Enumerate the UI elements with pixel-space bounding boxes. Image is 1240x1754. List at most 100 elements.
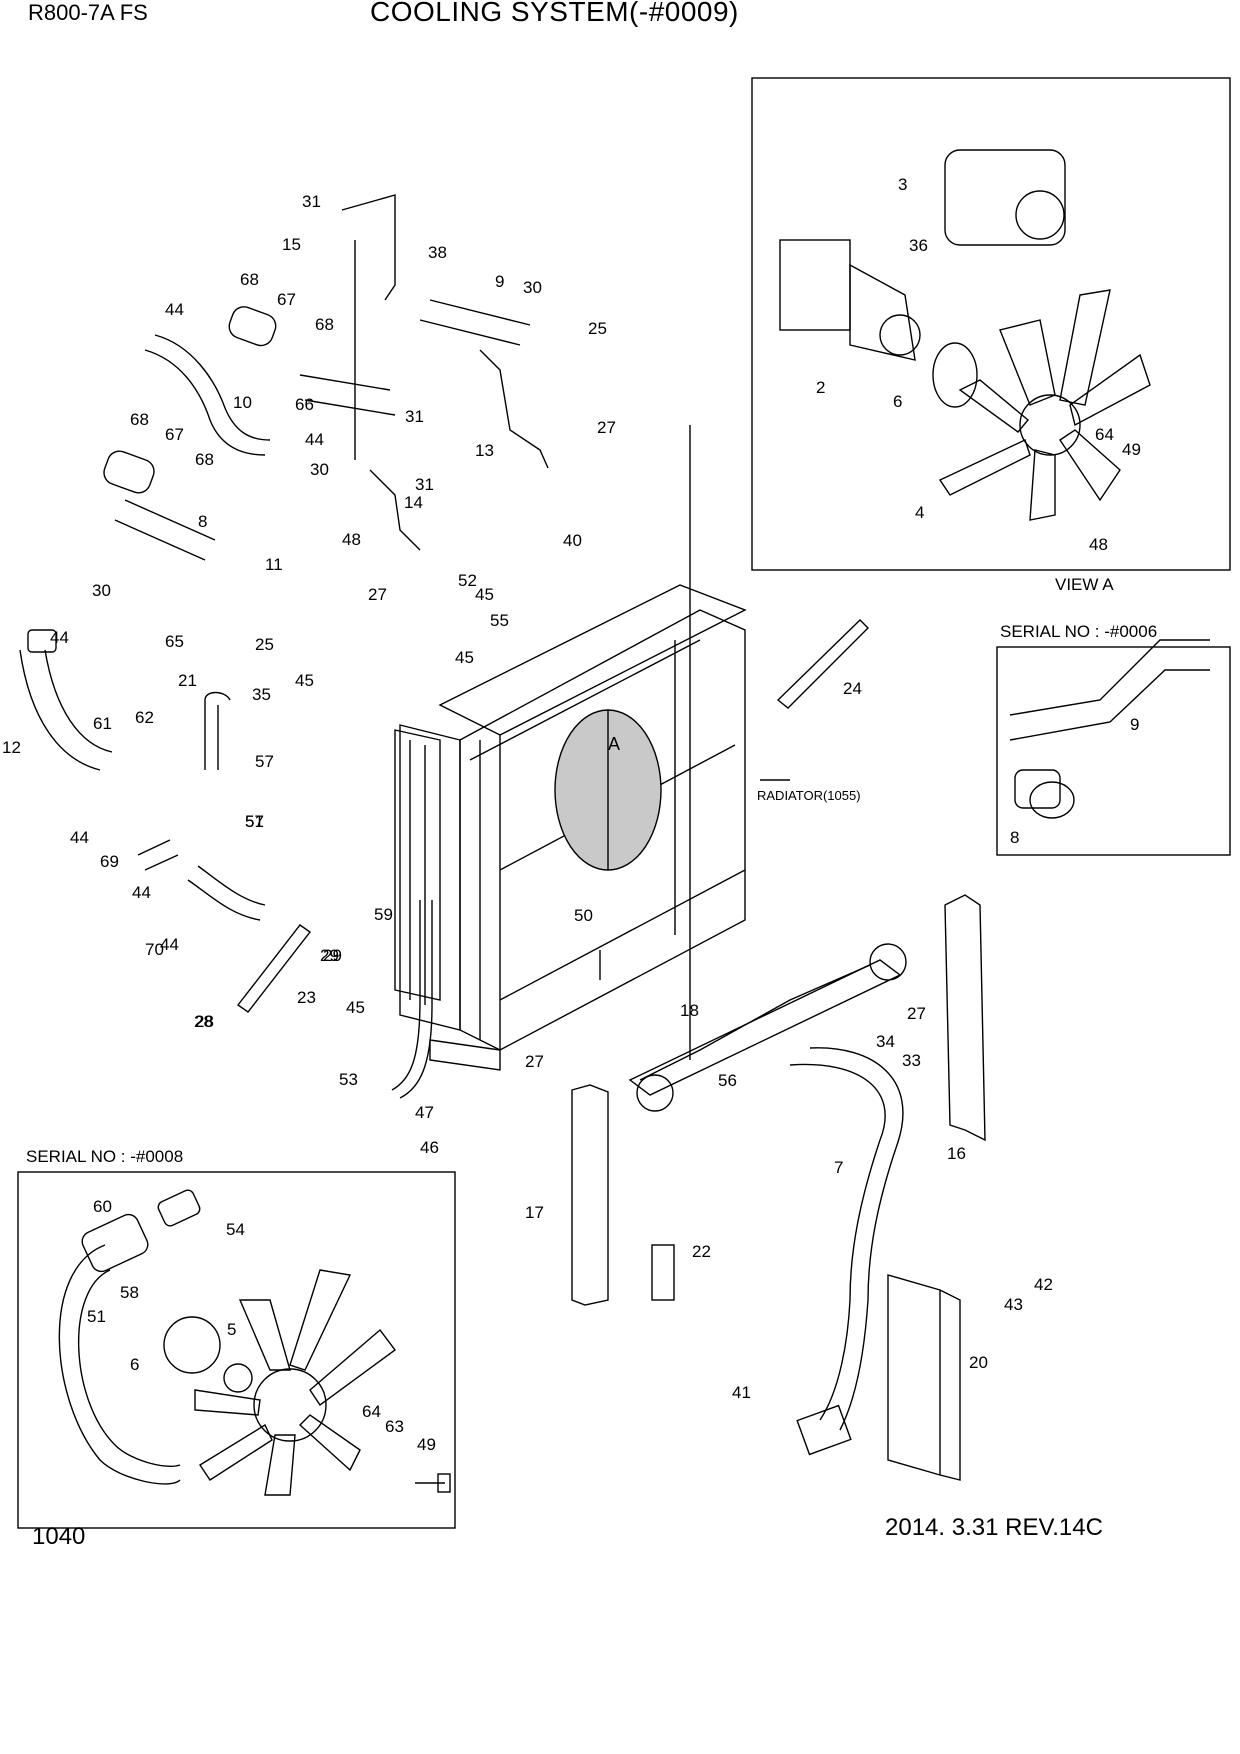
bracket-13 [479,349,549,469]
callout-38: 38 [428,243,447,262]
callout-64: 64 [362,1402,381,1421]
callout-27: 27 [525,1052,544,1071]
callout-9: 9 [495,272,504,291]
callout-44: 44 [165,300,184,319]
callout-34: 34 [876,1032,895,1051]
callout-45: 45 [455,648,474,667]
lower-support-beam [628,959,902,1096]
page-number: 1040 [32,1523,86,1550]
callout-30: 30 [92,581,111,600]
view-a-frame [751,77,1231,571]
bracket-20 [887,1274,941,1476]
bracket-14 [369,469,421,551]
callout-28: 28 [195,1012,214,1031]
callout-67: 67 [165,425,184,444]
callout-51: 51 [87,1307,106,1326]
callout-8: 8 [1010,828,1019,847]
callout-68: 68 [315,315,334,334]
hose-67b [103,450,155,494]
callout-36: 36 [909,236,928,255]
callout-44: 44 [305,430,324,449]
callout-41: 41 [732,1383,751,1402]
callout-27: 27 [907,1004,926,1023]
callout-69: 69 [100,852,119,871]
callout-45: 45 [346,998,365,1017]
hose-67a [228,306,277,347]
callout-42: 42 [1034,1275,1053,1294]
bracket-17 [571,1084,609,1306]
callout-47: 47 [415,1103,434,1122]
callout-48: 48 [1089,535,1108,554]
callout-68: 68 [130,410,149,429]
serial-top-frame [996,646,1231,856]
callout-40: 40 [563,531,582,550]
pipe-70 [187,865,266,921]
callout-65: 65 [165,632,184,651]
callout-29: 29 [320,946,339,965]
hose-51 [204,691,231,770]
pipe-8 [114,499,216,561]
revision-date: 2014. 3.31 REV.14C [885,1514,1103,1541]
callout-53: 53 [339,1070,358,1089]
callout-25: 25 [588,319,607,338]
hose-51-alt [58,1244,181,1485]
callout-16: 16 [947,1144,966,1163]
callout-22: 22 [692,1242,711,1261]
fan-hub-5 [253,1368,327,1442]
serial-bottom-frame [17,1171,456,1529]
callout-6: 6 [893,392,902,411]
callout-44: 44 [70,828,89,847]
callout-33: 33 [902,1051,921,1070]
callout-11: 11 [265,555,283,574]
pipe-7 [789,1063,886,1421]
callout-63: 63 [385,1417,404,1436]
callout-55: 55 [490,611,509,630]
radiator-side-left [399,724,461,1031]
callout-52: 52 [458,571,477,590]
callout-51: 51 [245,812,264,831]
model-label: R800-7A FS [28,0,148,25]
view-a-caption: VIEW A [1055,575,1114,594]
callout-30: 30 [310,460,329,479]
callout-49: 49 [417,1435,436,1454]
page-title: COOLING SYSTEM(-#0009) [370,0,739,27]
callout-68: 68 [195,450,214,469]
callout-50: 50 [574,906,593,925]
callout-48: 48 [342,530,361,549]
stay-23 [236,924,312,1013]
callout-70: 70 [145,940,164,959]
pipe-9-alt [1009,639,1210,741]
adapter-58 [81,1213,149,1273]
hose-10 [144,349,266,456]
callout-9: 9 [1130,715,1139,734]
serial-bottom-caption: SERIAL NO : -#0008 [26,1147,183,1166]
callout-57: 57 [245,812,264,831]
pipe-9 [419,299,531,346]
callout-62: 62 [135,708,154,727]
callout-25: 25 [255,635,274,654]
fan-blades-view-a [938,289,1151,521]
callout-15: 15 [282,235,301,254]
callout-44: 44 [132,883,151,902]
pump-2 [779,239,851,331]
serial-top-caption: SERIAL NO : -#0006 [1000,622,1157,641]
callout-31: 31 [405,407,424,426]
callout-7: 7 [834,1158,843,1177]
callout-60: 60 [93,1197,112,1216]
callout-18: 18 [680,1001,699,1020]
callout-61: 61 [93,714,112,733]
callout-68: 68 [240,270,259,289]
pump-3 [944,149,1066,246]
callout-31: 31 [415,475,434,494]
callout-12: 12 [2,738,21,757]
callout-66: 66 [295,395,314,414]
callout-4: 4 [915,503,924,522]
radiator-top-tank [438,584,747,736]
callout-13: 13 [475,441,494,460]
callout-56: 56 [718,1071,737,1090]
stay-24 [776,619,869,709]
callout-10: 10 [233,393,252,412]
callout-27: 27 [368,585,387,604]
callout-46: 46 [420,1138,439,1157]
